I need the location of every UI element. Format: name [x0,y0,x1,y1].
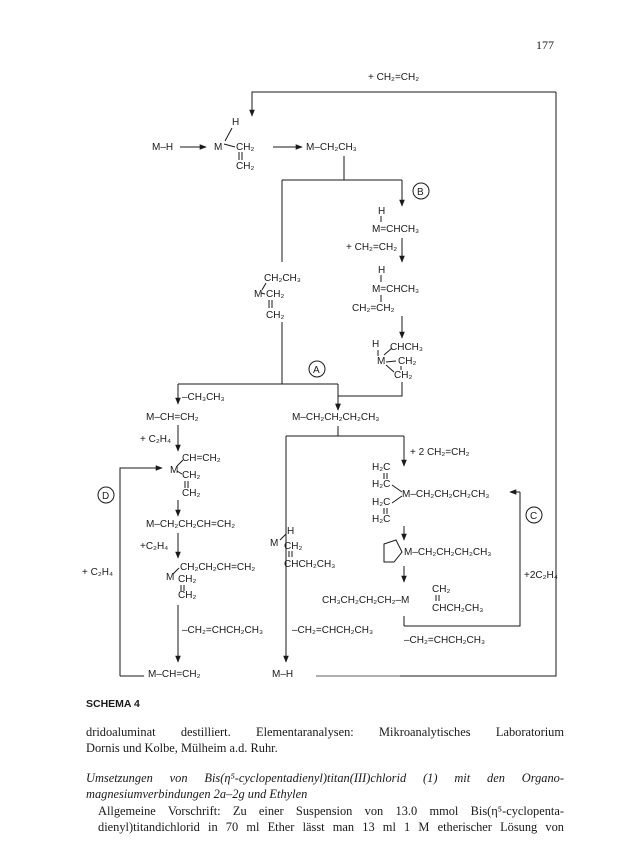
scheme-caption: SCHEMA 4 [86,698,140,710]
complex-top-m: M [214,142,222,153]
vinyl-complex-ch: CH=CH₂ [182,453,221,464]
plus-2-ethylene: + 2 CH₂=CH₂ [410,447,470,458]
path-b-ring-bonds [377,347,402,373]
final-complex-right: CHCH₂CH₃ [432,603,483,614]
loop-c-line [404,492,521,627]
m-vinyl-bottom: M–CH=CH₂ [148,669,201,680]
butene-complex-ch2: CH₂ [284,541,302,552]
butene-complex-chch2ch3: CHCH₂CH₃ [284,559,335,570]
complex-top-h: H [232,117,239,128]
ethyl-complex-ch2-a: CH₂ [266,289,284,300]
minus-butene-3: –CH₂=CHCH₂CH₃ [404,635,485,646]
plus-c2h4-1: + C₂H₄ [140,434,171,445]
ethyl-complex-m: M [254,289,262,300]
page-number: 177 [536,38,554,52]
label-c-circle [525,506,543,524]
text-line: dridoaluminat destilliert. Elementaranal… [86,725,564,739]
metallacycle: M–CH₂CH₂CH₂CH₃ [404,547,491,558]
paragraph-procedure: Allgemeine Vorschrift: Zu einer Suspensi… [86,803,564,835]
complex-top-ch2-a: CH₂ [236,142,254,153]
minus-butene-2: –CH₂=CHCH₂CH₃ [292,625,373,636]
m-butenyl: M–CH₂CH₂CH=CH₂ [146,519,235,530]
butenyl-complex-bonds [172,567,185,591]
bisethylene-m: M–CH₂CH₂CH₂CH₃ [402,489,489,500]
butenyl-complex-m: M [166,572,174,583]
path-b-m-chch3-2: M=CHCH₃ [372,284,419,295]
text-line: Allgemeine Vorschrift: Zu einer Suspensi… [98,804,564,818]
bisethylene-h2c-3: H₂C [372,497,390,508]
label-b-circle [412,182,430,200]
butenyl-complex-ch2-a: CH₂ [178,574,196,585]
section-heading: Umsetzungen von Bis(η⁵-cyclopentadienyl)… [86,770,564,802]
path-b-arrow-to-butyl [335,382,403,411]
path-b-ring-h: H [372,339,379,350]
text-line: dienyl)titandichlorid in 70 ml Ether läs… [98,820,564,834]
final-complex-left: CH₃CH₂CH₂CH₂–M [322,595,409,606]
ethyl-complex-bonds [260,282,273,308]
path-b-ring-ch2-b: CH₂ [394,370,412,381]
m-h-bottom: M–H [272,669,293,680]
vinyl-complex-m: M [170,465,178,476]
m-ethyl: M–CH₂CH₃ [306,142,357,153]
butene-complex-m: M [270,538,278,549]
loop-d-line [119,465,163,676]
plus-c2h4-left: + C₂H₄ [82,567,113,578]
vinyl-complex-bonds [176,459,189,488]
bisethylene-bonds [383,473,403,514]
butene-complex-h: H [287,526,294,537]
label-d-circle [97,486,115,504]
text-line: Dornis und Kolbe, Mülheim a.d. Ruhr. [86,741,278,755]
bisethylene-h2c-1: H₂C [372,462,390,473]
m-butyl: M–CH₂CH₂CH₂CH₃ [292,412,379,423]
paragraph-analysis: dridoaluminat destilliert. Elementaranal… [86,724,564,756]
butenyl-complex-ch2-b: CH₂ [178,590,196,601]
label-a-circle [308,360,326,378]
path-b-ring-m: M [377,356,385,367]
complex-top-ch2-b: CH₂ [236,161,254,172]
outer-loop-top-line [249,91,556,117]
text-line: magnesiumverbindungen 2a–2g und Ethylen [86,787,308,801]
path-b-h2: H [378,265,385,276]
path-b-h1: H [378,206,385,217]
label-d: D [102,491,109,502]
minus-ethane: –CH₃CH₃ [182,392,225,403]
ethyl-complex-ch2ch3: CH₂CH₃ [264,273,301,284]
reaction-scheme: + CH₂=CH₂ M–H H M CH₂ CH₂ M–CH₂CH₃ B H M… [82,72,558,680]
final-complex-ch2: CH₂ [432,584,450,595]
plus-2c2h4: +2C₂H₄ [524,570,558,581]
metallacycle-ring-icon [383,539,403,563]
top-reagent: + CH₂=CH₂ [368,72,419,83]
final-complex-bonds [435,595,440,601]
label-c: C [530,511,537,522]
plus-c2h4-2: +C₂H₄ [140,541,168,552]
m-vinyl: M–CH=CH₂ [146,412,199,423]
butene-complex-bonds [279,533,293,557]
vinyl-complex-ch2-b: CH₂ [182,488,200,499]
label-a: A [313,365,320,376]
path-b-m-chch3: M=CHCH₃ [372,224,419,235]
path-b-ch2ch2: CH₂=CH₂ [352,303,395,314]
butenyl-complex-chain: CH₂CH₂CH=CH₂ [180,562,255,573]
m-h-start: M–H [152,142,173,153]
text-line: Umsetzungen von Bis(η⁵-cyclopentadienyl)… [86,771,564,785]
path-b-ring-chch3: CHCH₃ [390,342,423,353]
bisethylene-h2c-2: H₂C [372,479,390,490]
path-b-reagent: + CH₂=CH₂ [346,242,397,253]
ethyl-complex-ch2-b: CH₂ [266,310,284,321]
complex-top-bonds [223,127,243,160]
label-b: B [417,187,424,198]
vinyl-complex-ch2-a: CH₂ [182,470,200,481]
bisethylene-h2c-4: H₂C [372,514,390,525]
minus-butene-1: –CH₂=CHCH₂CH₃ [182,625,263,636]
path-b-ring-ch2-a: CH₂ [398,356,416,367]
